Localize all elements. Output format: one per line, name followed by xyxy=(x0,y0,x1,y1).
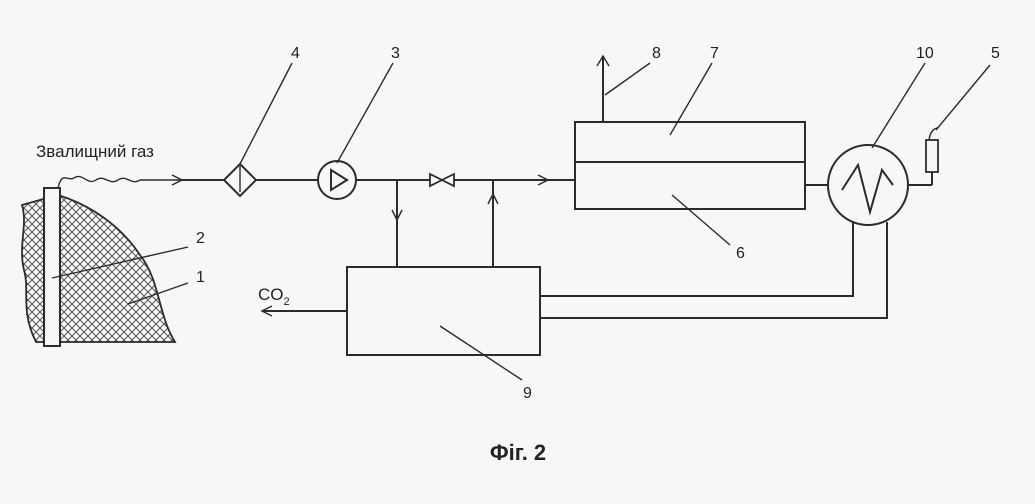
valve-right-wedge xyxy=(439,172,455,188)
leader-line-6 xyxy=(671,194,731,246)
heat-exchanger-coil xyxy=(841,162,894,216)
pump-circle xyxy=(317,160,357,200)
leader-line-10 xyxy=(871,62,926,149)
callout-9: 9 xyxy=(523,385,532,402)
callout-5: 5 xyxy=(991,45,1000,62)
valve-left-wedge xyxy=(429,172,445,188)
permeate-outlet-arrow xyxy=(596,54,610,67)
callout-3: 3 xyxy=(391,45,400,62)
main-line-arrow xyxy=(537,174,550,186)
callout-1: 1 xyxy=(196,269,205,286)
pump-triangle xyxy=(330,168,349,192)
leader-line-7 xyxy=(669,62,713,136)
leader-line-8 xyxy=(604,62,651,96)
callout-4: 4 xyxy=(291,45,300,62)
co2-label: CO2 xyxy=(258,285,290,308)
figure-caption: Фіг. 2 xyxy=(490,440,546,465)
outlet-device xyxy=(925,139,939,173)
leader-line-5 xyxy=(935,64,991,131)
leader-line-4 xyxy=(239,62,293,165)
co2-outlet-arrow xyxy=(260,305,273,317)
leader-line-2 xyxy=(51,246,189,279)
callout-7: 7 xyxy=(710,45,719,62)
callout-2: 2 xyxy=(196,230,205,247)
callout-10: 10 xyxy=(916,45,934,62)
leader-line-3 xyxy=(336,62,394,164)
co2-separator-box xyxy=(346,266,541,356)
gas-well xyxy=(43,187,61,347)
return-line-lower xyxy=(540,222,888,319)
leader-line-9 xyxy=(439,325,523,381)
heat-exchanger-circle xyxy=(827,144,909,226)
callout-8: 8 xyxy=(652,45,661,62)
landfill-gas-label: Звалищний газ xyxy=(36,142,154,161)
gas-inflow-wave xyxy=(57,175,180,189)
return-line-upper xyxy=(540,222,854,297)
callout-6: 6 xyxy=(736,245,745,262)
membrane-module-box xyxy=(574,121,806,210)
leader-line-1 xyxy=(127,282,189,305)
branch-down-arrow xyxy=(391,209,403,222)
branch-up-arrow xyxy=(487,192,499,205)
